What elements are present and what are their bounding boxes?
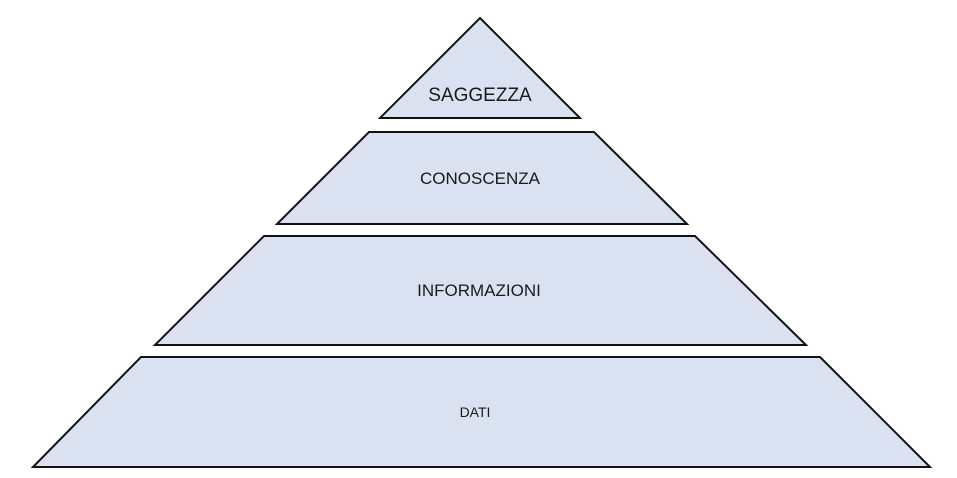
pyramid-level-conoscenza [274, 131, 690, 225]
pyramid-level-informazioni [152, 235, 809, 346]
label-conoscenza: CONOSCENZA [420, 169, 540, 188]
label-saggezza: SAGGEZZA [428, 85, 532, 106]
pyramid-level-dati [30, 356, 933, 468]
label-informazioni: INFORMAZIONI [417, 281, 541, 300]
pyramid-level-saggezza [377, 16, 583, 119]
label-dati: DATI [459, 404, 491, 420]
